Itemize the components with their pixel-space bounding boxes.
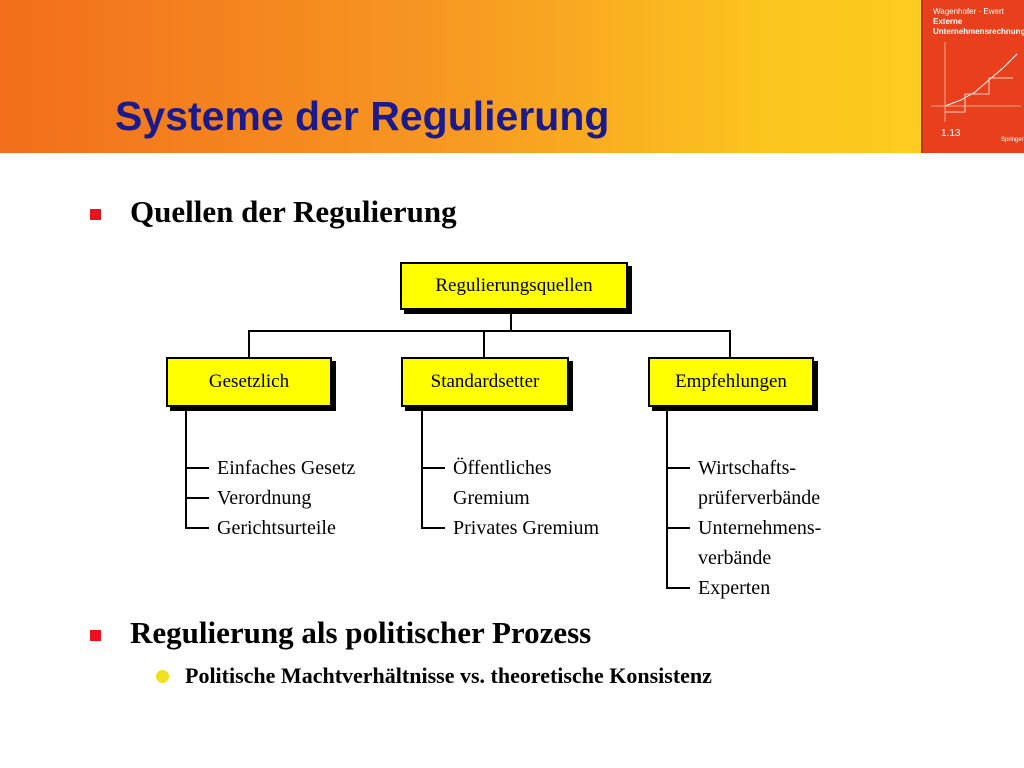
connector xyxy=(185,467,209,469)
slide-title: Systeme der Regulierung xyxy=(115,93,610,139)
book-title-line1: Externe xyxy=(933,17,963,26)
page-number: 1.13 xyxy=(941,128,961,139)
list-item: Öffentliches xyxy=(453,457,552,479)
node-empfehlungen: Empfehlungen xyxy=(648,357,814,407)
node-root: Regulierungsquellen xyxy=(400,262,628,310)
list-item: Unternehmens- xyxy=(698,517,822,539)
book-plot-icon xyxy=(931,42,1021,122)
book-title-line2: Unternehmensrechnung xyxy=(933,27,1024,36)
list-item: Gerichtsurteile xyxy=(217,517,336,539)
connector xyxy=(666,467,690,469)
connector xyxy=(248,330,731,332)
connector xyxy=(248,330,250,357)
connector xyxy=(666,527,690,529)
header-band xyxy=(0,0,1024,153)
connector xyxy=(666,408,668,588)
node-gesetzlich: Gesetzlich xyxy=(166,357,332,407)
connector xyxy=(421,467,445,469)
connector xyxy=(510,308,512,331)
connector xyxy=(729,330,731,357)
list-item: prüferverbände xyxy=(698,487,821,509)
node-standardsetter: Standardsetter xyxy=(401,357,569,407)
connector xyxy=(666,587,690,589)
section-heading-prozess: Regulierung als politischer Prozess xyxy=(130,615,592,650)
bullet-square-icon xyxy=(90,630,101,641)
connector xyxy=(185,527,209,529)
connector xyxy=(185,497,209,499)
list-item: Wirtschafts- xyxy=(698,457,797,479)
list-item: Einfaches Gesetz xyxy=(217,457,356,479)
book-authors: Wagenhofer · Ewert xyxy=(933,7,1004,16)
bullet-dot-icon xyxy=(156,670,169,683)
connector xyxy=(483,330,485,357)
list-item: Gremium xyxy=(453,487,530,509)
list-item: Privates Gremium xyxy=(453,517,600,539)
bullet-square-icon xyxy=(90,209,101,220)
list-item: verbände xyxy=(698,547,772,569)
list-item: Experten xyxy=(698,577,771,599)
connector xyxy=(421,527,445,529)
list-item: Verordnung xyxy=(217,487,312,509)
book-cover-thumbnail: Wagenhofer · Ewert Externe Unternehmensr… xyxy=(921,0,1024,153)
publisher-label: Springer xyxy=(1001,137,1024,143)
section-heading-quellen: Quellen der Regulierung xyxy=(130,194,457,229)
sub-point: Politische Machtverhältnisse vs. theoret… xyxy=(185,663,712,688)
